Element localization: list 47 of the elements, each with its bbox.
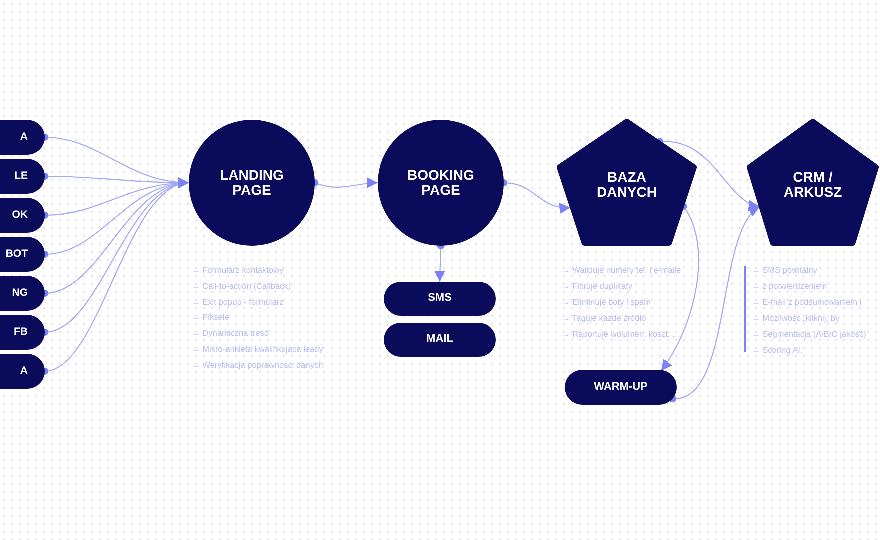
source-pill	[0, 237, 45, 272]
list-item: → Raportuje wolumen, koszt, ...	[562, 330, 680, 338]
list-item: → Eliminuje boty i spam	[562, 298, 651, 306]
node-label: MAIL	[426, 334, 454, 346]
list-item: → Dynamiczna treść	[192, 329, 269, 338]
source-pill	[0, 159, 45, 194]
node-label: BOOKING PAGE	[406, 168, 476, 198]
node-label: LANDING PAGE	[219, 168, 285, 198]
list-item: → E-mail z podsumowaniem i	[752, 298, 862, 306]
list-item: → Możliwość „kliknij, by	[752, 314, 840, 322]
source-pill	[0, 198, 45, 233]
list-item: → SMS powitalny	[752, 266, 818, 274]
channel-pill	[384, 323, 496, 357]
node-label: SMS	[428, 293, 452, 305]
list-item: → Exit popup - formularz	[192, 298, 284, 306]
list-item: → Weryfikacja poprawności danych	[192, 360, 324, 370]
list-item: → Piksele	[192, 313, 230, 322]
list-item: → Taguje każde źródło	[562, 314, 646, 322]
list-item: → z potwierdzeniem	[752, 282, 828, 290]
node-label: WARM-UP	[594, 382, 648, 394]
node-label: OK	[12, 210, 28, 221]
node-label: NG	[12, 288, 28, 299]
connector-arrow	[660, 203, 700, 372]
connector-arrow	[656, 138, 760, 210]
node-label: CRM / ARKUSZ	[782, 170, 844, 200]
list-item: → Filtruje duplikaty	[562, 282, 633, 290]
pentagon-node	[557, 119, 697, 246]
node-label: A	[20, 132, 28, 143]
node-label: A	[20, 366, 28, 377]
node-label: BOT	[6, 248, 28, 260]
channel-pill	[384, 282, 496, 316]
connector-arrow	[669, 206, 760, 403]
list-item: → Call-to-action (Callback)	[192, 282, 292, 290]
list-item: → Mikro-ankieta kwalifikująca leady	[192, 345, 324, 354]
list-item: → Scoring AI:	[752, 346, 803, 354]
source-pill	[0, 315, 45, 350]
list-item: → Segmentacja (A/B/C jakość)	[752, 330, 866, 338]
source-pill	[0, 120, 45, 155]
pentagon-node	[747, 119, 879, 246]
process-pill	[565, 370, 677, 405]
source-pill	[0, 354, 45, 389]
list-item: → Waliduje numery tel. i e-maile	[562, 266, 682, 274]
source-pill	[0, 276, 45, 311]
node-label: BAZA DANYCH	[596, 170, 658, 200]
node-label: LE	[14, 170, 28, 182]
list-item: → Formularz kontaktowy	[192, 266, 284, 274]
node-label: FB	[14, 326, 28, 338]
